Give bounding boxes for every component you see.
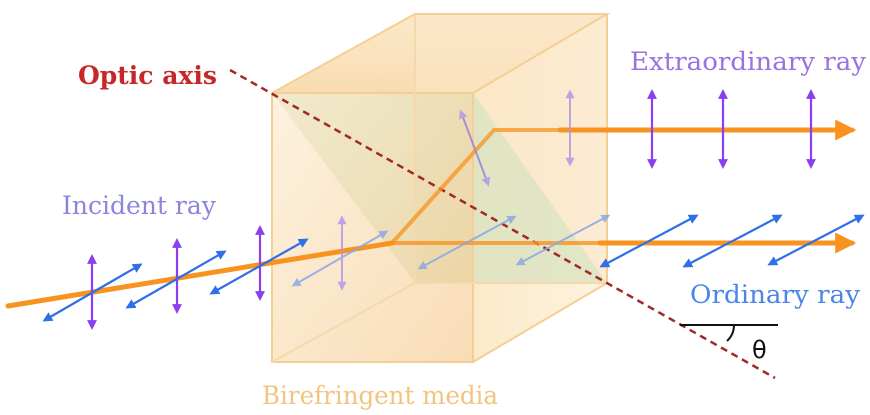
horizontal-polarization-arrow bbox=[515, 214, 611, 266]
extraordinary-polarization bbox=[647, 89, 816, 169]
extraordinary-ray-label: Extraordinary ray bbox=[630, 47, 867, 76]
horizontal-polarization-arrow bbox=[599, 214, 699, 268]
crystal-edges bbox=[271, 13, 611, 363]
ordinary-polarization bbox=[599, 214, 865, 268]
horizontal-polarization-arrow bbox=[291, 230, 389, 287]
angle-marker: θ bbox=[680, 324, 778, 364]
ordinary-ray-label: Ordinary ray bbox=[690, 280, 861, 309]
horizontal-polarization-arrow bbox=[417, 215, 517, 270]
optic-axis-label: Optic axis bbox=[78, 61, 217, 90]
horizontal-polarization-arrow bbox=[42, 263, 143, 322]
horizontal-polarization-arrow bbox=[767, 214, 865, 266]
angle-arc bbox=[726, 324, 735, 342]
angle-label: θ bbox=[752, 336, 767, 364]
horizontal-polarization-arrow bbox=[125, 250, 227, 309]
incident-ray-label: Incident ray bbox=[62, 191, 217, 220]
horizontal-polarization-arrow bbox=[682, 214, 783, 268]
crystal-front-face bbox=[272, 93, 473, 362]
extraordinary-ray-inside bbox=[390, 128, 562, 245]
horizontal-polarization-arrow bbox=[209, 238, 309, 295]
inner-polarization bbox=[291, 89, 611, 291]
incident-polarization bbox=[42, 225, 309, 330]
media-label: Birefringent media bbox=[262, 381, 498, 410]
tilted-polarization-arrow bbox=[458, 109, 491, 187]
